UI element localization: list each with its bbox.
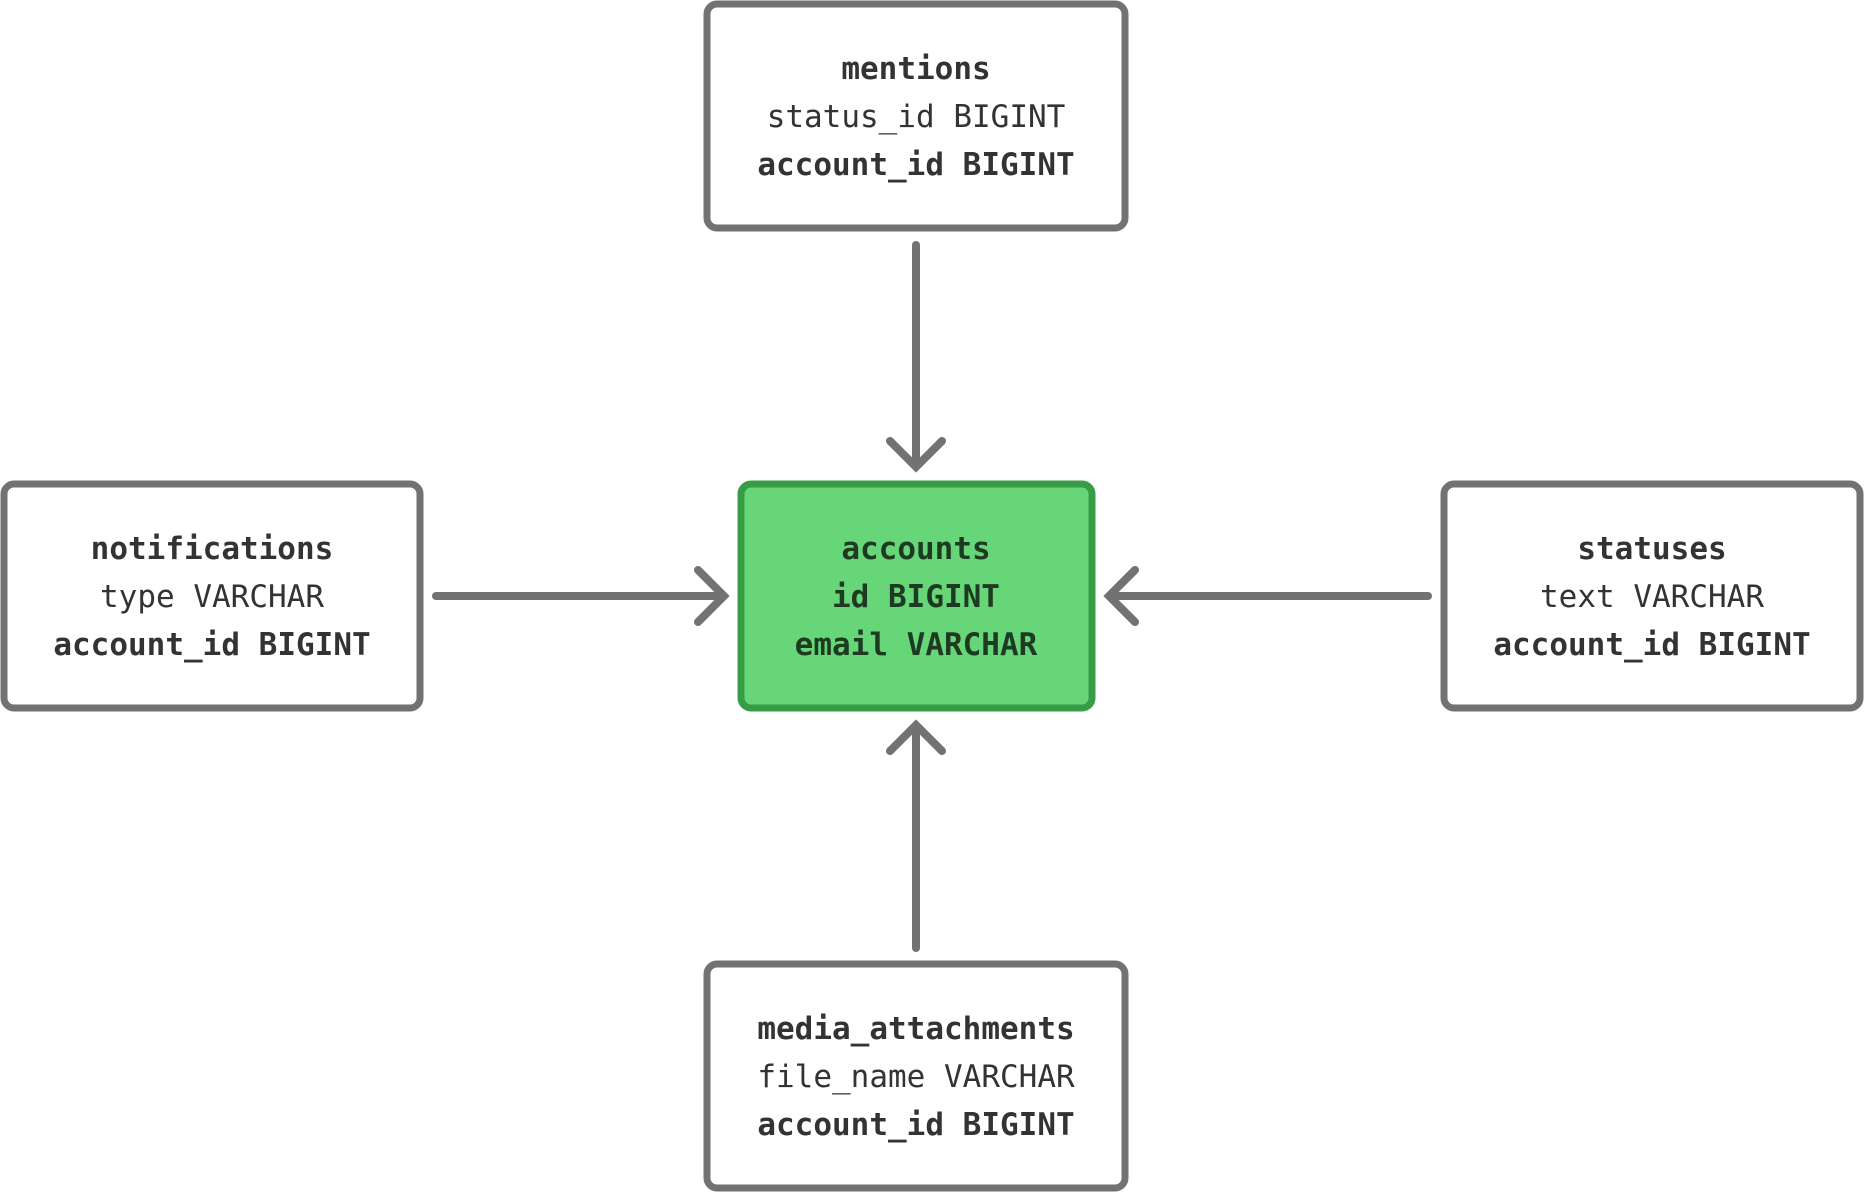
table-statuses-field-text: text VARCHAR (1540, 579, 1764, 615)
table-accounts-field-email: email VARCHAR (795, 627, 1038, 663)
table-statuses[interactable]: statuses text VARCHAR account_id BIGINT (1440, 480, 1864, 712)
arrow-statuses-to-accounts (1103, 566, 1432, 626)
table-media-attachments-name: media_attachments (757, 1011, 1074, 1047)
table-media-attachments[interactable]: media_attachments file_name VARCHAR acco… (703, 960, 1129, 1192)
table-mentions-field-status-id: status_id BIGINT (767, 99, 1066, 135)
table-mentions[interactable]: mentions status_id BIGINT account_id BIG… (703, 0, 1129, 232)
table-media-attachments-field-file-name: file_name VARCHAR (757, 1059, 1075, 1095)
arrow-mentions-to-accounts (886, 241, 946, 473)
table-mentions-name: mentions (841, 51, 990, 87)
table-notifications-field-account-id: account_id BIGINT (53, 627, 370, 663)
table-accounts[interactable]: accounts id BIGINT email VARCHAR (737, 480, 1096, 712)
table-notifications-name: notifications (91, 531, 334, 567)
table-accounts-field-id: id BIGINT (832, 579, 1000, 615)
table-accounts-name: accounts (841, 531, 990, 567)
table-notifications-field-type: type VARCHAR (100, 579, 324, 615)
table-mentions-field-account-id: account_id BIGINT (757, 147, 1074, 183)
table-statuses-field-account-id: account_id BIGINT (1493, 627, 1810, 663)
table-statuses-name: statuses (1577, 531, 1726, 567)
arrow-notifications-to-accounts (432, 566, 730, 626)
table-notifications[interactable]: notifications type VARCHAR account_id BI… (0, 480, 424, 712)
table-media-attachments-field-account-id: account_id BIGINT (757, 1107, 1074, 1143)
arrow-media-attachments-to-accounts (886, 719, 946, 952)
